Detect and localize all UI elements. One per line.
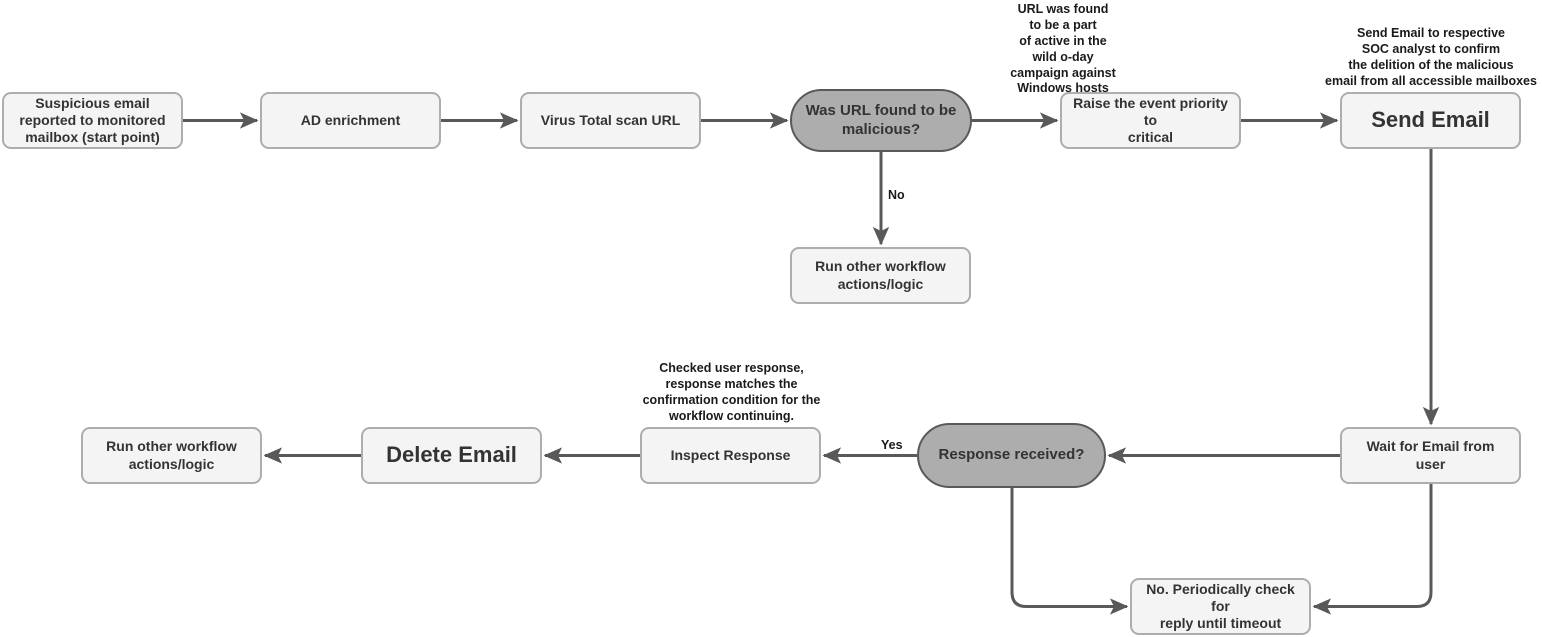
node-delete-email[interactable]: Delete Email: [361, 427, 542, 484]
edge-response-no-to-periodic: [1010, 488, 1129, 615]
node-run-other-workflow-top[interactable]: Run other workflow actions/logic: [790, 247, 971, 304]
edge-label-no: No: [888, 188, 905, 202]
node-raise-event-priority[interactable]: Raise the event priority to critical: [1060, 92, 1241, 149]
note-url-zero-day: URL was found to be a part of active in …: [1010, 2, 1116, 96]
note-checked-user-response: Checked user response, response matches …: [642, 361, 821, 423]
note-send-email-soc: Send Email to respective SOC analyst to …: [1325, 26, 1537, 88]
node-send-email-label: Send Email: [1371, 107, 1490, 133]
node-run-other-workflow-bottom[interactable]: Run other workflow actions/logic: [81, 427, 262, 484]
node-wait-for-email-label: Wait for Email from user: [1366, 438, 1495, 472]
node-run-other-workflow-bottom-label: Run other workflow actions/logic: [106, 438, 237, 472]
node-wait-for-email[interactable]: Wait for Email from user: [1340, 427, 1521, 484]
node-response-received[interactable]: Response received?: [917, 423, 1106, 488]
node-periodic-check[interactable]: No. Periodically check for reply until t…: [1130, 578, 1311, 635]
node-run-other-workflow-top-label: Run other workflow actions/logic: [815, 258, 946, 292]
node-inspect-response[interactable]: Inspect Response: [640, 427, 821, 484]
node-virus-total-scan-url[interactable]: Virus Total scan URL: [520, 92, 701, 149]
node-periodic-check-label: No. Periodically check for reply until t…: [1146, 580, 1295, 632]
node-send-email[interactable]: Send Email: [1340, 92, 1521, 149]
edge-label-yes: Yes: [881, 438, 903, 452]
node-raise-event-priority-label: Raise the event priority to critical: [1073, 94, 1228, 146]
node-response-received-label: Response received?: [938, 446, 1085, 464]
edge-wait-to-periodic: [1312, 484, 1433, 615]
node-delete-email-label: Delete Email: [386, 442, 517, 468]
node-ad-enrichment[interactable]: AD enrichment: [260, 92, 441, 149]
node-was-url-malicious[interactable]: Was URL found to be malicious?: [790, 89, 972, 152]
node-start[interactable]: Suspicious email reported to monitored m…: [2, 92, 183, 149]
node-was-url-malicious-label: Was URL found to be malicious?: [805, 102, 957, 138]
node-inspect-response-label: Inspect Response: [670, 446, 791, 463]
node-start-label: Suspicious email reported to monitored m…: [19, 94, 166, 146]
node-ad-enrichment-label: AD enrichment: [300, 111, 401, 128]
node-virus-total-scan-url-label: Virus Total scan URL: [540, 111, 681, 128]
